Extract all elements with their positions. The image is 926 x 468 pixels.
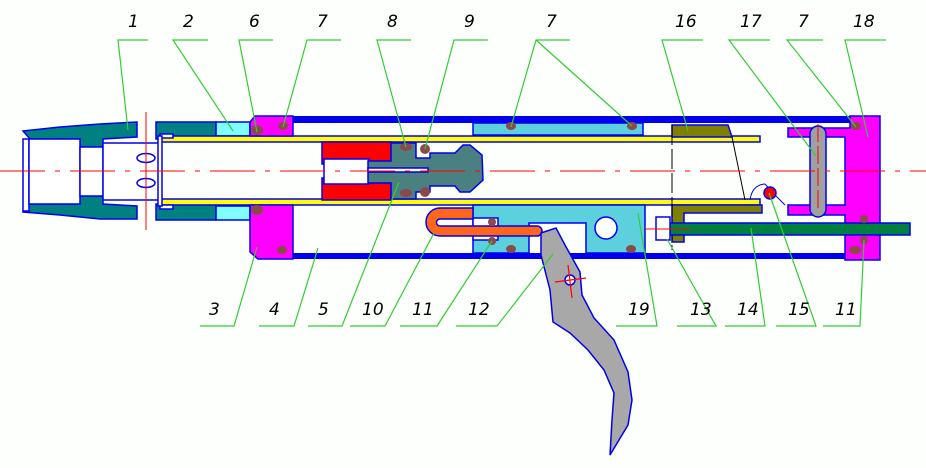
label-9: 9 (464, 12, 475, 32)
leader-lines (117, 39, 886, 327)
label-10: 10 (362, 300, 384, 320)
label-14: 14 (737, 300, 759, 320)
label-1: 1 (128, 12, 139, 32)
label-17: 17 (740, 12, 762, 32)
label-11: 11 (412, 300, 434, 320)
label-7b: 7 (546, 12, 557, 32)
label-18: 18 (853, 12, 875, 32)
label-11b: 11 (835, 300, 857, 320)
part-14-rod (645, 216, 911, 241)
label-6: 6 (249, 12, 260, 32)
label-13: 13 (690, 300, 712, 320)
label-7: 7 (317, 12, 328, 32)
label-12: 12 (468, 300, 490, 320)
label-5: 5 (318, 300, 329, 320)
label-3: 3 (209, 300, 220, 320)
part-2-sleeve (215, 121, 251, 221)
label-4: 4 (269, 300, 280, 320)
part-12-trigger (540, 227, 633, 456)
labels-top: 1 2 6 7 8 9 7 16 17 7 18 (128, 12, 875, 32)
label-16: 16 (675, 12, 697, 32)
label-2: 2 (183, 12, 194, 32)
label-8: 8 (387, 12, 398, 32)
labels-bottom: 3 4 5 10 11 12 19 13 14 15 11 (209, 300, 857, 320)
part-10-spring (425, 207, 543, 237)
centerlines (0, 112, 926, 230)
label-7c: 7 (798, 12, 809, 32)
label-15: 15 (788, 300, 810, 320)
label-19: 19 (628, 300, 650, 320)
housing (270, 116, 876, 259)
part-15-ball (749, 183, 786, 206)
part-3-front-cap (249, 115, 294, 260)
